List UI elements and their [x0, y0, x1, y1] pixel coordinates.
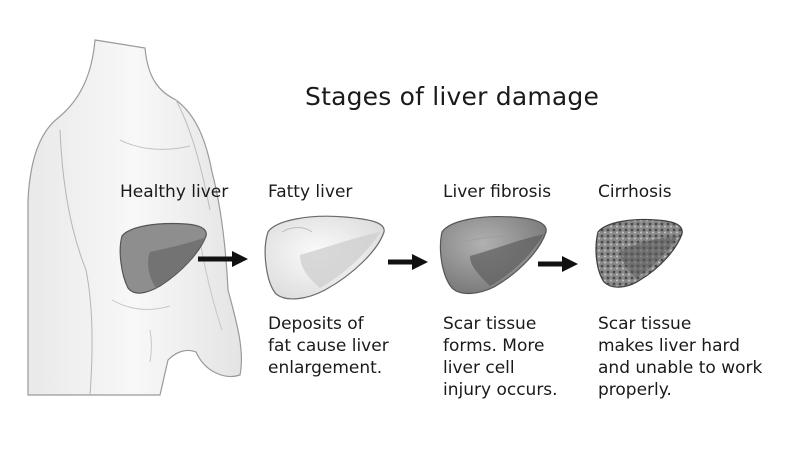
description-line: Scar tissue [443, 314, 537, 334]
diagram-title: Stages of liver damage [305, 82, 600, 111]
description-fatty-liver: Deposits of fat cause liver enlargement. [268, 313, 389, 379]
description-line: enlargement. [268, 358, 383, 378]
description-liver-fibrosis: Scar tissue forms. More liver cell injur… [443, 313, 558, 401]
description-line: liver cell [443, 358, 515, 378]
label-fatty-liver: Fatty liver [268, 182, 353, 202]
description-line: Scar tissue [598, 314, 692, 334]
label-cirrhosis: Cirrhosis [598, 182, 672, 202]
label-healthy-liver: Healthy liver [120, 182, 229, 202]
description-line: makes liver hard [598, 336, 740, 356]
label-liver-fibrosis: Liver fibrosis [443, 182, 552, 202]
arrow-fibrosis-to-cirrhosis [538, 256, 578, 272]
description-line: Deposits of [268, 314, 364, 334]
description-line: fat cause liver [268, 336, 389, 356]
fibrotic-liver-icon [439, 215, 547, 295]
healthy-liver-icon [119, 222, 207, 294]
description-line: forms. More [443, 336, 545, 356]
description-line: properly. [598, 380, 672, 400]
fatty-liver-icon [264, 215, 385, 300]
description-line: injury occurs. [443, 380, 558, 400]
cirrhotic-liver-icon [595, 218, 683, 288]
arrow-healthy-to-fatty [198, 251, 248, 267]
human-torso-icon [27, 39, 243, 396]
description-cirrhosis: Scar tissue makes liver hard and unable … [598, 313, 762, 401]
description-line: and unable to work [598, 358, 763, 378]
arrow-fatty-to-fibrosis [388, 254, 428, 270]
